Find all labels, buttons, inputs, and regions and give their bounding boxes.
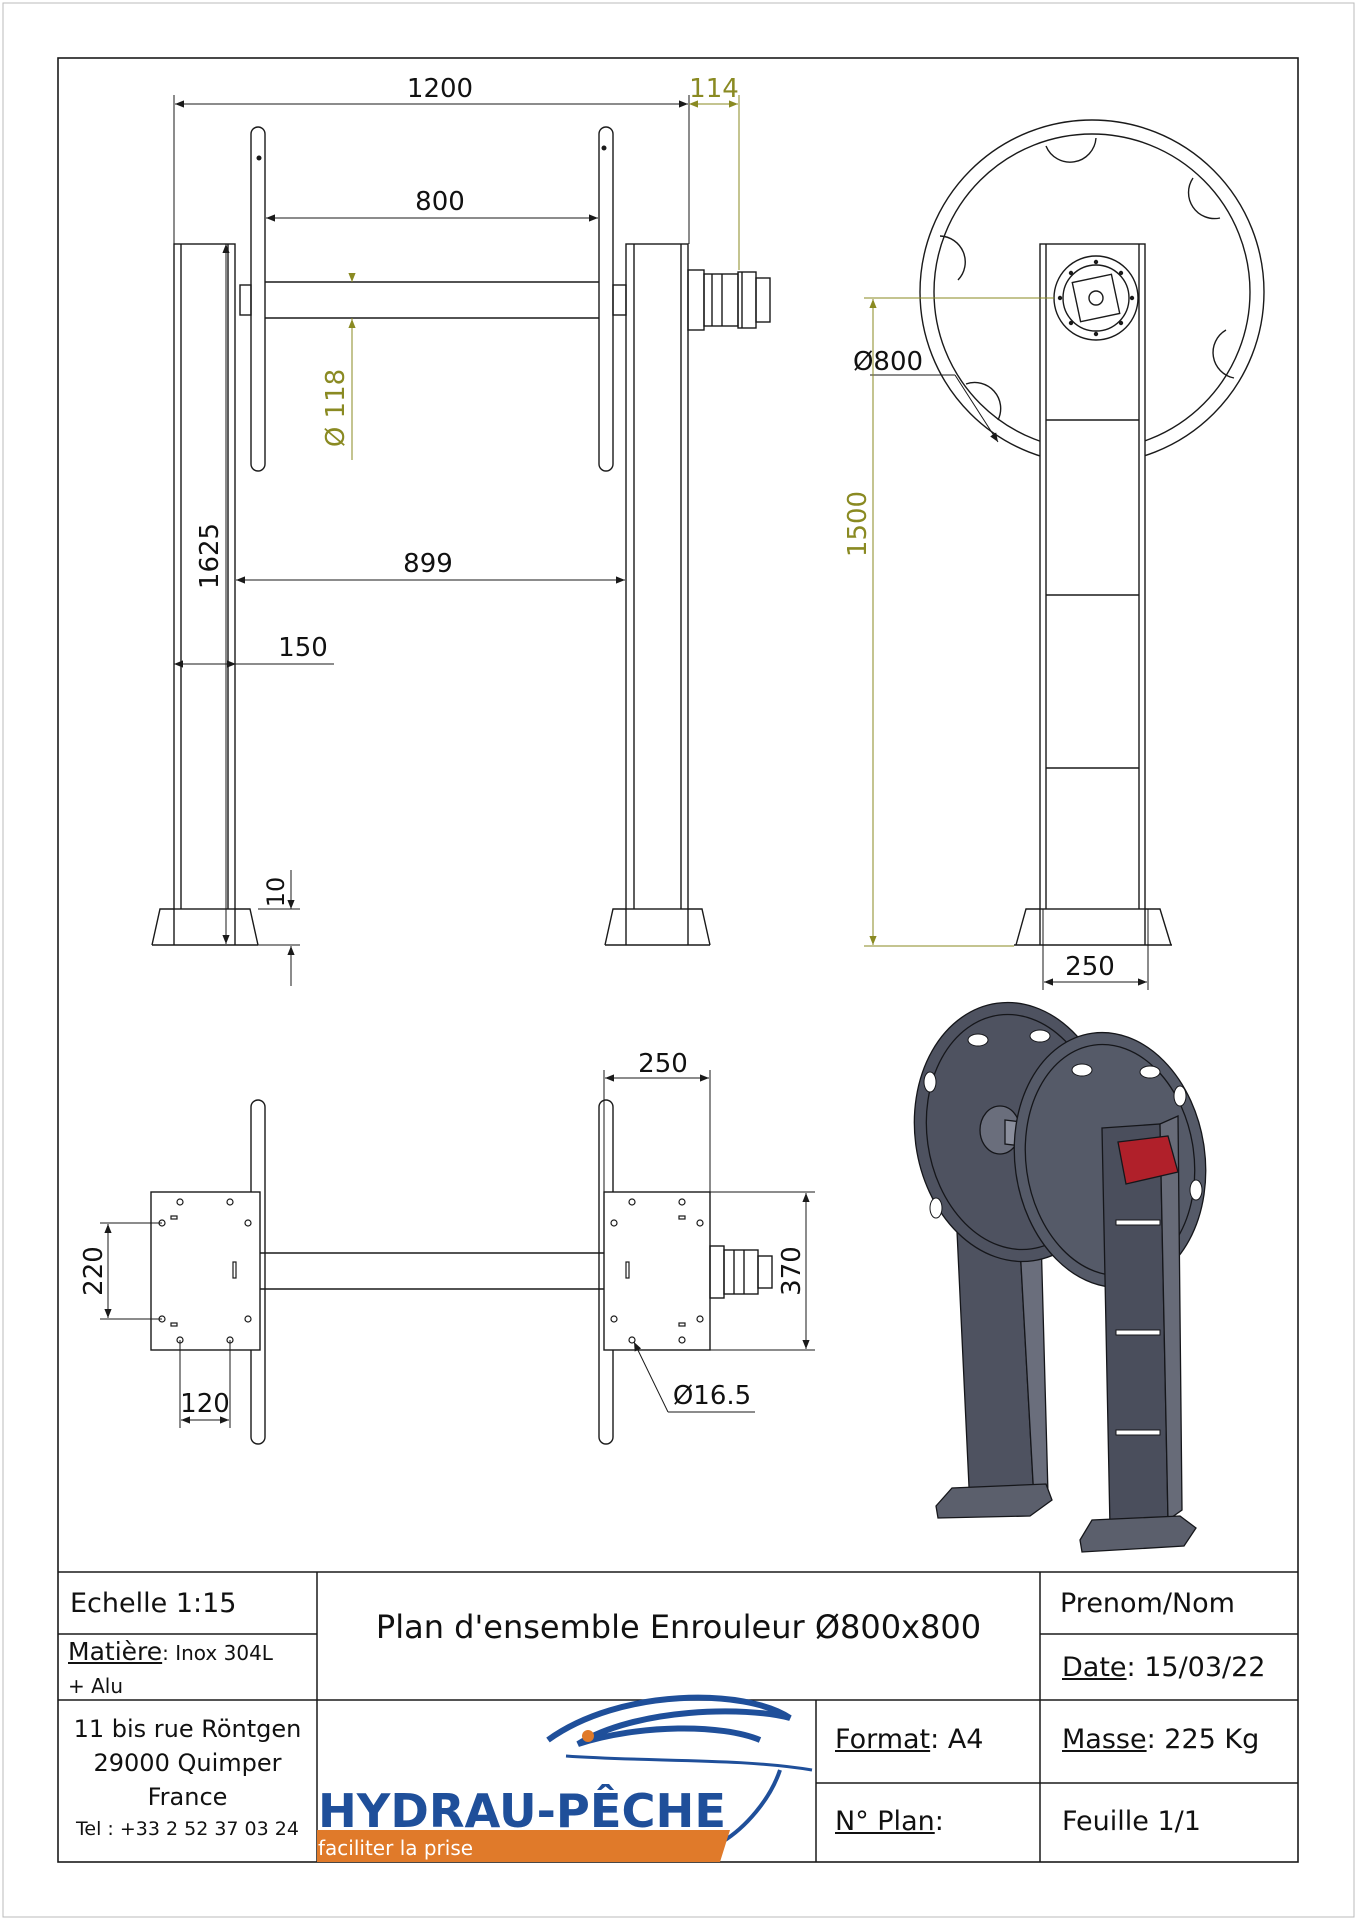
dim-250-top: 250 [638, 1049, 688, 1079]
logo-dot-icon [582, 1730, 594, 1742]
plan-number-value: : [934, 1806, 944, 1837]
material-label: Matière [68, 1637, 163, 1666]
address-line-2: 29000 Quimper [93, 1749, 282, 1777]
format-field: Format: A4 [835, 1724, 983, 1755]
dim-diameter-118: Ø 118 [321, 369, 351, 447]
plan-number-field: N° Plan: [835, 1806, 944, 1837]
top-view-holes [158, 1198, 704, 1344]
side-view-dimensions [864, 297, 1149, 990]
company-logo [317, 1694, 813, 1862]
dim-1625: 1625 [195, 523, 225, 589]
dim-150: 150 [278, 633, 328, 663]
dim-370: 370 [777, 1246, 807, 1296]
plan-number-label: N° Plan [835, 1806, 935, 1837]
format-value: : A4 [930, 1724, 984, 1755]
side-view [919, 119, 1265, 946]
drawing-title: Plan d'ensemble Enrouleur Ø800x800 [375, 1608, 982, 1646]
top-view-dimensions [100, 1070, 815, 1428]
date-label: Date [1062, 1652, 1127, 1683]
front-view [151, 126, 771, 946]
dim-220: 220 [79, 1246, 109, 1296]
logo-slogan: faciliter la prise [318, 1836, 473, 1860]
date-field: Date: 15/03/22 [1062, 1652, 1266, 1683]
dim-1500: 1500 [843, 491, 873, 557]
dim-800: 800 [415, 187, 465, 217]
scale-label: Echelle 1:15 [70, 1588, 237, 1619]
dim-diameter-800: Ø800 [853, 347, 923, 377]
olive-dimensions-front [348, 95, 740, 460]
dim-120: 120 [180, 1389, 230, 1419]
company-phone: Tel : +33 2 52 37 03 24 [76, 1818, 299, 1840]
format-label: Format [835, 1724, 931, 1755]
address-line-1: 11 bis rue Röntgen [73, 1715, 302, 1743]
title-block-grid [58, 1571, 1298, 1862]
dim-114: 114 [689, 74, 739, 104]
flange-bolts [1057, 259, 1135, 337]
author-name: Prenom/Nom [1060, 1588, 1235, 1619]
dim-250-side: 250 [1065, 952, 1115, 982]
dim-1200: 1200 [407, 74, 473, 104]
mass-value: : 225 Kg [1146, 1724, 1260, 1755]
mass-label: Masse [1062, 1724, 1147, 1755]
dim-diameter-16-5: Ø16.5 [673, 1381, 751, 1411]
address-line-3: France [147, 1783, 228, 1811]
date-value: : 15/03/22 [1126, 1652, 1266, 1683]
render-scallops [923, 1029, 1203, 1436]
isometric-render [913, 1001, 1207, 1553]
top-view [150, 1099, 773, 1445]
dim-899: 899 [403, 549, 453, 579]
material-field: Matière: Inox 304L [68, 1637, 273, 1666]
sheet-number: Feuille 1/1 [1062, 1806, 1201, 1837]
dim-10: 10 [262, 877, 290, 908]
logo-text: HYDRAU-PÊCHE [318, 1784, 726, 1838]
material-value-2: + Alu [68, 1674, 124, 1698]
material-value: : Inox 304L [162, 1641, 273, 1665]
company-address: 11 bis rue Röntgen 29000 Quimper France [58, 1712, 317, 1814]
mass-field: Masse: 225 Kg [1062, 1724, 1259, 1755]
front-view-dimensions [173, 95, 690, 986]
